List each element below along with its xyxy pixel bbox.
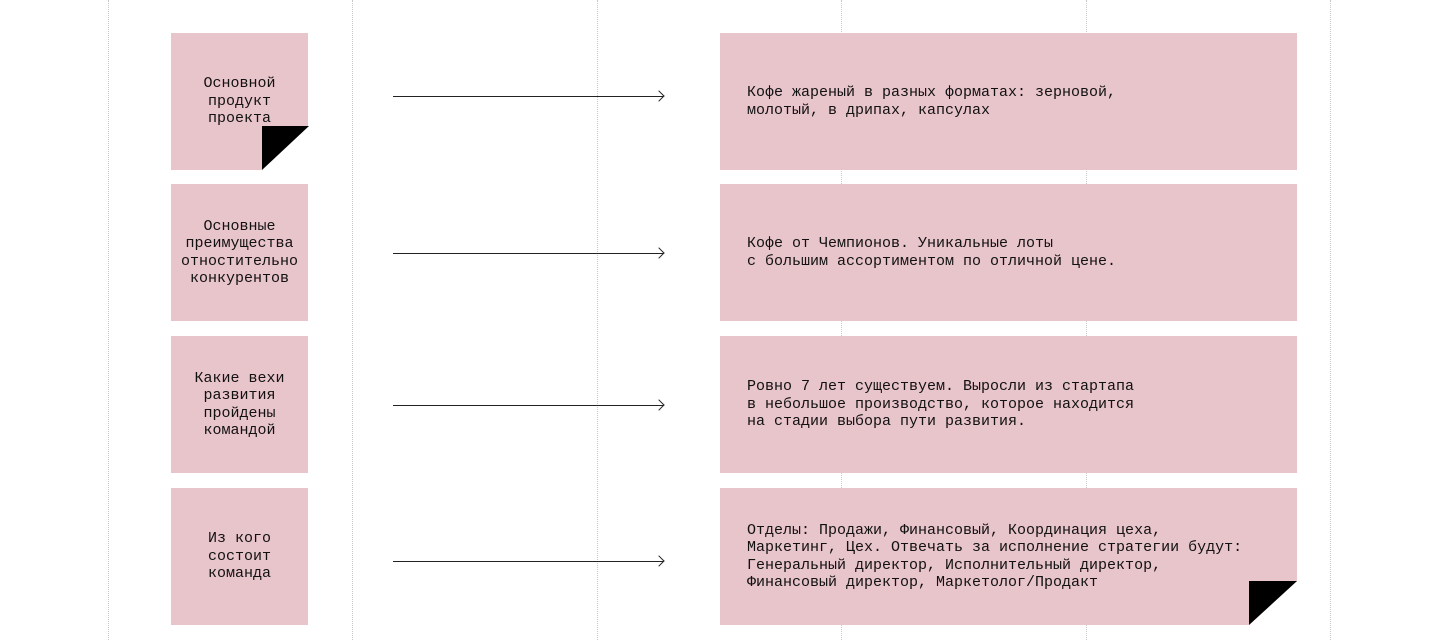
question-card: Основной продукт проекта (171, 33, 308, 170)
question-card: Из кого состоит команда (171, 488, 308, 625)
answer-text: Кофе от Чемпионов. Уникальные лоты с бол… (747, 235, 1117, 270)
answer-text: Отделы: Продажи, Финансовый, Координация… (747, 521, 1243, 592)
answer-text: Кофе жареный в разных форматах: зерновой… (747, 84, 1117, 119)
answer-card: Ровно 7 лет существуем. Выросли из старт… (720, 336, 1297, 473)
question-card: Основные преимущества отностительно конк… (171, 184, 308, 321)
grid-guide (108, 0, 109, 640)
arrow-connector (393, 96, 663, 97)
question-text: Основной продукт проекта (203, 75, 276, 128)
question-text: Какие вехи развития пройдены командой (194, 369, 285, 440)
grid-guide (597, 0, 598, 640)
answer-text: Ровно 7 лет существуем. Выросли из старт… (747, 378, 1135, 431)
arrow-connector (393, 561, 663, 562)
answer-card: Кофе жареный в разных форматах: зерновой… (720, 33, 1297, 170)
question-card: Какие вехи развития пройдены командой (171, 336, 308, 473)
question-text: Из кого состоит команда (207, 530, 271, 583)
answer-card: Отделы: Продажи, Финансовый, Координация… (720, 488, 1297, 625)
arrow-connector (393, 253, 663, 254)
grid-guide (1330, 0, 1331, 640)
page-fold-icon (262, 126, 309, 170)
question-text: Основные преимущества отностительно конк… (180, 217, 299, 288)
grid-guide (352, 0, 353, 640)
arrow-connector (393, 405, 663, 406)
answer-card: Кофе от Чемпионов. Уникальные лоты с бол… (720, 184, 1297, 321)
